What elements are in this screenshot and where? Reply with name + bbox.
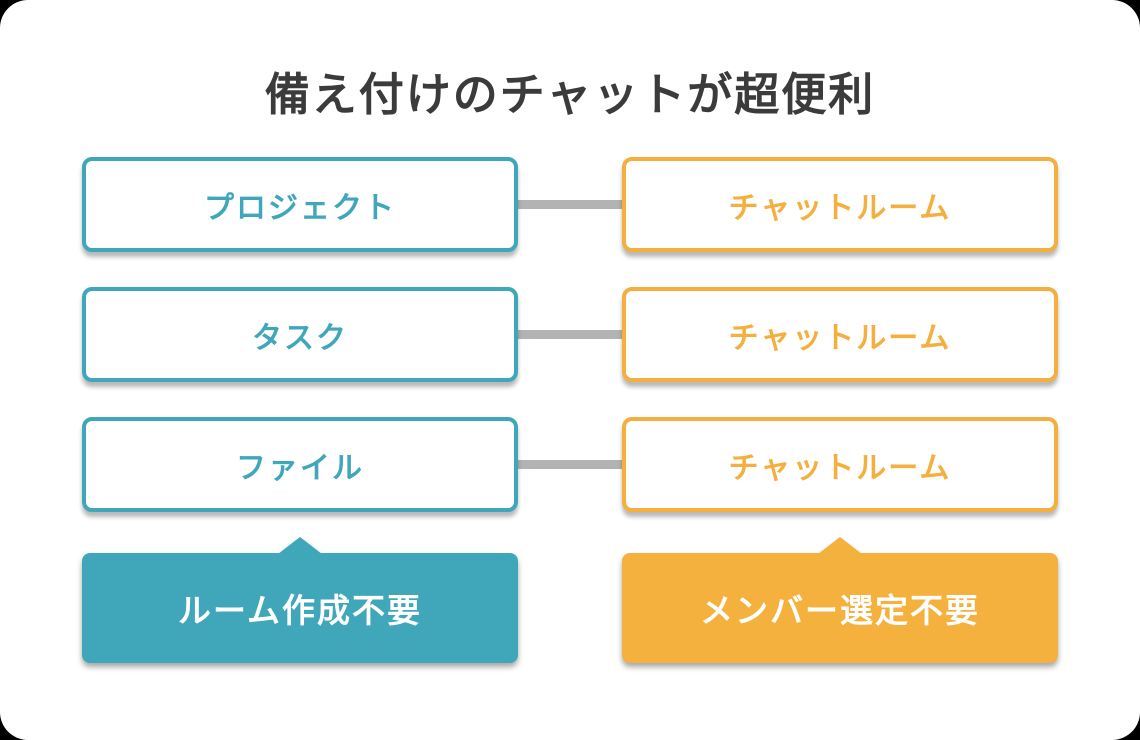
project-box: プロジェクト [82,157,518,252]
chat-room-box-label: チャットルーム [728,321,952,355]
chat-room-box-label: チャットルーム [728,451,952,485]
chat-room-box-row2: チャットルーム [622,287,1058,382]
chat-room-box-label: チャットルーム [728,191,952,225]
file-box: ファイル [82,417,518,512]
no-member-selection-callout: メンバー選定不要 [622,553,1058,663]
file-box-label: ファイル [236,451,364,485]
connector-line-row2 [518,330,622,339]
no-room-creation-label: ルーム作成不要 [177,592,422,629]
chat-room-box-row1: チャットルーム [622,157,1058,252]
connector-line-row3 [518,460,622,469]
no-room-creation-callout: ルーム作成不要 [82,553,518,663]
task-box: タスク [82,287,518,382]
no-member-selection-label: メンバー選定不要 [700,592,980,629]
connector-line-row1 [518,200,622,209]
project-box-label: プロジェクト [204,191,396,225]
diagram-title: 備え付けのチャットが超便利 [264,69,876,120]
task-box-label: タスク [252,321,348,355]
chat-room-box-row3: チャットルーム [622,417,1058,512]
